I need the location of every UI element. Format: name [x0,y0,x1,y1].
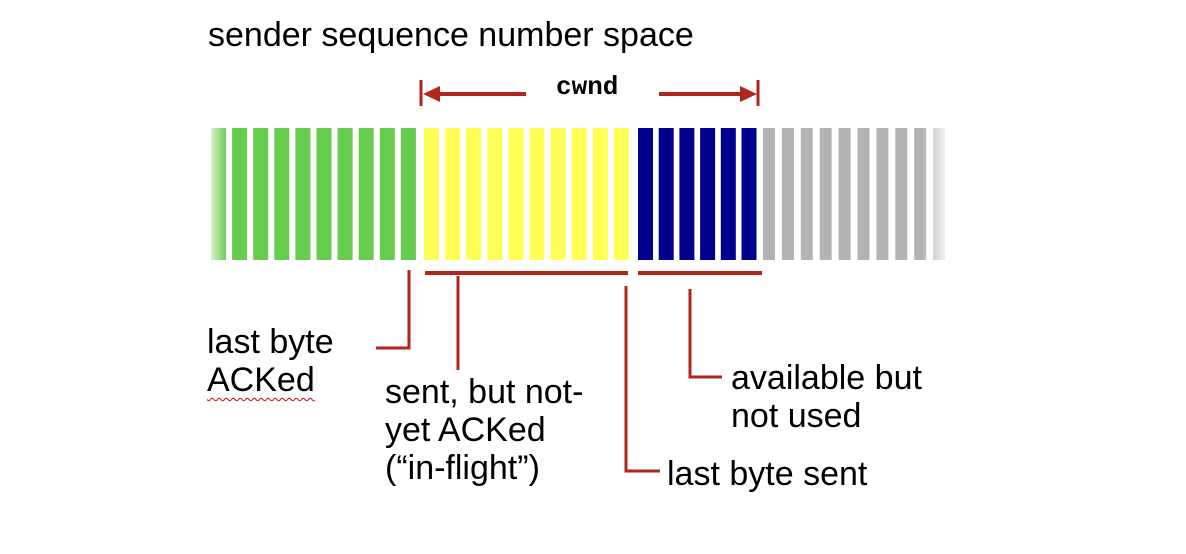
left-fade [205,125,227,263]
last-byte-acked-leader [376,270,411,350]
acked-segment [337,128,353,260]
in-flight-segment [571,128,587,260]
in-flight-segment [592,128,608,260]
last-byte-acked-label: last byte ACKed [207,323,334,399]
in-flight-segment [445,128,461,260]
available-line-2: not used [731,397,862,435]
available-line-1: available but [731,359,922,397]
in-flight-segment [529,128,545,260]
unavailable-segment [763,128,775,260]
cwnd-label: cwnd [556,72,619,102]
unavailable-segment [781,128,794,260]
unavailable-segment [857,128,870,260]
in-flight-label: sent, but not- yet ACKed (“in-flight”) [385,373,583,487]
last-byte-sent-label: last byte sent [667,455,868,493]
acked-segment [358,128,374,260]
unavailable-segment [800,128,813,260]
unavailable-segment [838,128,851,260]
usable-segment [700,128,716,260]
acked-segment [274,128,290,260]
available-leader [688,289,722,379]
in-flight-line-2: yet ACKed [385,411,546,449]
cwnd-left-arrowhead [423,86,440,102]
available-label: available but not used [731,359,922,435]
in-flight-segment [487,128,503,260]
acked-segment [232,128,248,260]
right-fade [922,125,950,263]
sequence-number-bars [211,128,946,260]
cwnd-bracket [419,80,760,106]
cwnd-right-arrowhead [740,86,757,102]
acked-segment [295,128,311,260]
unavailable-segment [895,128,908,260]
diagram-title: sender sequence number space [208,16,694,54]
unavailable-segment [876,128,889,260]
usable-segment [720,128,736,260]
last-byte-sent-leader [624,286,660,473]
usable-segment [638,128,653,260]
acked-segment [253,128,269,260]
in-flight-line-3: (“in-flight”) [385,449,540,487]
in-flight-segment [466,128,482,260]
last-byte-acked-line-1: last byte [207,323,334,361]
acked-segment [316,128,332,260]
last-byte-acked-line-2: ACKed [207,361,315,399]
in-flight-line-1: sent, but not- [385,373,584,411]
usable-segment [741,128,757,260]
usable-segment [658,128,674,260]
acked-segment [379,128,395,260]
unavailable-segment [819,128,832,260]
in-flight-segment [613,128,629,260]
in-flight-segment [424,128,439,260]
usable-segment [679,128,695,260]
in-flight-segment [508,128,524,260]
acked-segment [400,128,416,260]
in-flight-segment [550,128,566,260]
